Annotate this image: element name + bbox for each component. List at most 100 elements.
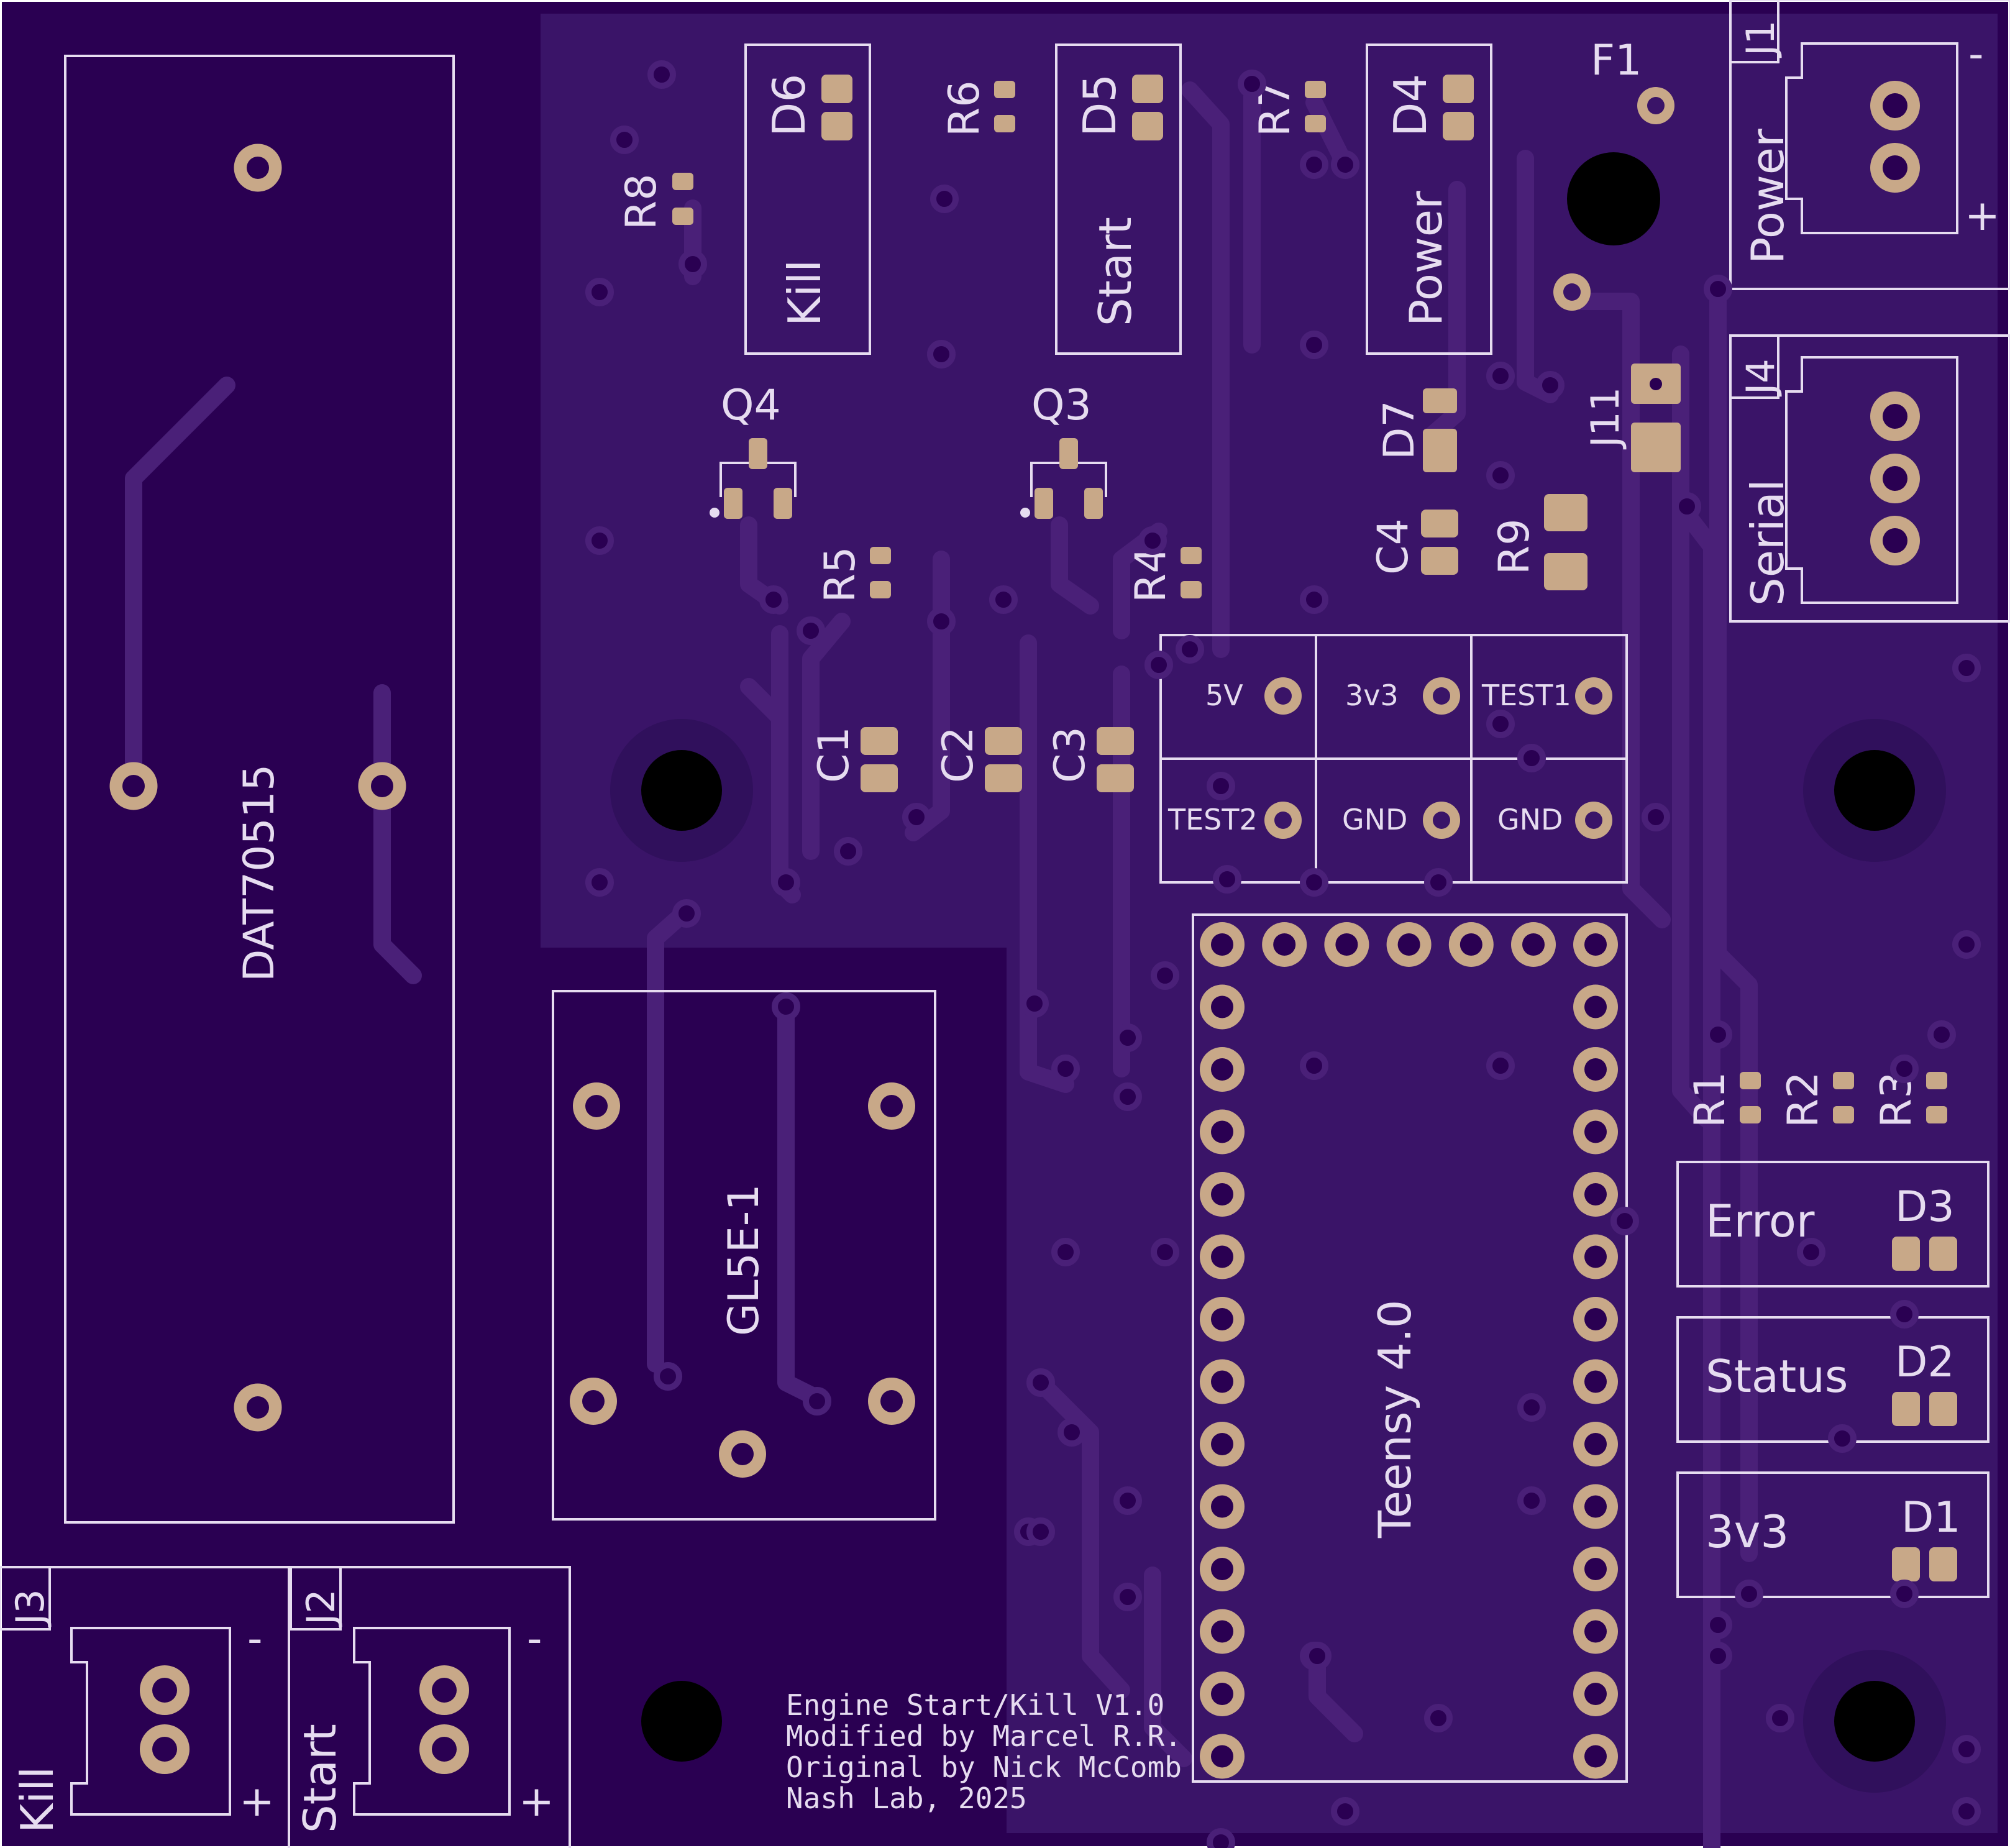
j2-plus: + [519, 1777, 554, 1826]
via [927, 607, 956, 636]
via [1952, 1797, 1981, 1826]
teensy-pin-hole [1273, 933, 1296, 956]
via [1207, 772, 1235, 800]
via [989, 585, 1018, 614]
via [1704, 275, 1732, 303]
via [772, 868, 800, 897]
via [1890, 1580, 1919, 1608]
r9-label: R9 [1490, 518, 1539, 575]
teensy-outline [1192, 913, 1628, 1783]
power-led-label: Power [1400, 191, 1452, 326]
via [1610, 1207, 1639, 1235]
teensy-pin-hole [1522, 933, 1545, 956]
resistor-pads-top [672, 81, 1326, 225]
teensy-pin-hole [1211, 1558, 1233, 1580]
via [1486, 710, 1515, 738]
via [1517, 744, 1546, 772]
dat70515-label: DAT70515 [235, 764, 284, 982]
via [1213, 865, 1241, 894]
tp-3v3-label: 3v3 [1345, 679, 1399, 712]
via [1026, 1517, 1055, 1546]
via [1113, 1082, 1142, 1111]
via [654, 1362, 682, 1391]
teensy-pin-hole [1211, 1183, 1233, 1205]
gl5e-outline [552, 990, 936, 1521]
q4-label: Q4 [721, 381, 781, 430]
via [1517, 1393, 1546, 1422]
teensy-pin-hole [1584, 1308, 1607, 1330]
teensy-pin-hole [1584, 1683, 1607, 1705]
via [672, 899, 701, 928]
j3-housing [70, 1627, 231, 1816]
kill-led-box [744, 43, 871, 355]
teensy-pin-hole [1211, 1433, 1233, 1455]
vias [585, 60, 1981, 1848]
power-led-box [1366, 43, 1492, 355]
teensy-pin-hole [1584, 1183, 1607, 1205]
via [1300, 150, 1328, 179]
c1-label: C1 [810, 726, 859, 783]
credit-line-1: Engine Start/Kill V1.0 [786, 1688, 1164, 1722]
via [1797, 1238, 1825, 1266]
r2-label: R2 [1779, 1071, 1828, 1128]
via [610, 126, 639, 154]
via [1051, 1238, 1080, 1266]
teensy-pin-hole [1584, 1558, 1607, 1580]
j3-label: J3 [7, 1589, 53, 1627]
via [1026, 1368, 1055, 1397]
via [1828, 1424, 1857, 1453]
j1-minus: - [1968, 30, 1984, 79]
via [1704, 1611, 1732, 1639]
c3-label: C3 [1046, 726, 1095, 783]
teensy-pin-hole [1584, 1433, 1607, 1455]
via [1331, 150, 1359, 179]
via [1138, 526, 1167, 555]
d1-label: D1 [1901, 1493, 1961, 1542]
via [1176, 635, 1204, 664]
teensy-pin-hole [1211, 1620, 1233, 1643]
teensy-pins [1200, 922, 1618, 1779]
via [759, 585, 788, 614]
teensy-pin-hole [1211, 1245, 1233, 1268]
error-label: Error [1706, 1195, 1815, 1247]
r5-label: R5 [816, 546, 865, 603]
start-led-label: Start [1089, 217, 1141, 326]
via [1673, 492, 1701, 521]
via [927, 340, 956, 368]
d7-label: D7 [1375, 400, 1424, 460]
kill-conn-label: Kill [11, 1767, 63, 1833]
transistor-pads [724, 438, 1103, 519]
j1-outline [1729, 0, 2010, 290]
r6-label: R6 [940, 80, 989, 137]
via [1113, 1023, 1142, 1052]
via [1303, 1642, 1332, 1670]
via [1424, 868, 1453, 897]
via [1486, 1051, 1515, 1080]
via [1952, 654, 1981, 682]
teensy-pin-hole [1584, 1745, 1607, 1768]
d5-label: D5 [1074, 74, 1126, 137]
mounting-holes [610, 719, 1946, 1793]
credit-line-2: Modified by Marcel R.R. [786, 1719, 1182, 1753]
via [1486, 362, 1515, 390]
via [1642, 803, 1670, 831]
teensy-pin-hole [1211, 1308, 1233, 1330]
via [930, 185, 959, 213]
via [1300, 868, 1328, 897]
via [1704, 1642, 1732, 1670]
error-led-box [1676, 1161, 1989, 1288]
via [902, 803, 931, 831]
teensy-label: Teensy 4.0 [1369, 1300, 1421, 1539]
teensy-pin-hole [1584, 1058, 1607, 1081]
j1-label: J1 [1738, 20, 1783, 58]
teensy-pin-hole [1335, 933, 1358, 956]
via [585, 868, 614, 897]
credit-line-3: Original by Nick McComb [786, 1750, 1182, 1784]
via [1300, 585, 1328, 614]
j4-label: J4 [1738, 359, 1783, 397]
teensy-pin-hole [1211, 995, 1233, 1018]
via [1952, 1735, 1981, 1763]
via [1890, 1054, 1919, 1083]
via [1020, 989, 1049, 1018]
j11-label: J11 [1583, 387, 1628, 450]
